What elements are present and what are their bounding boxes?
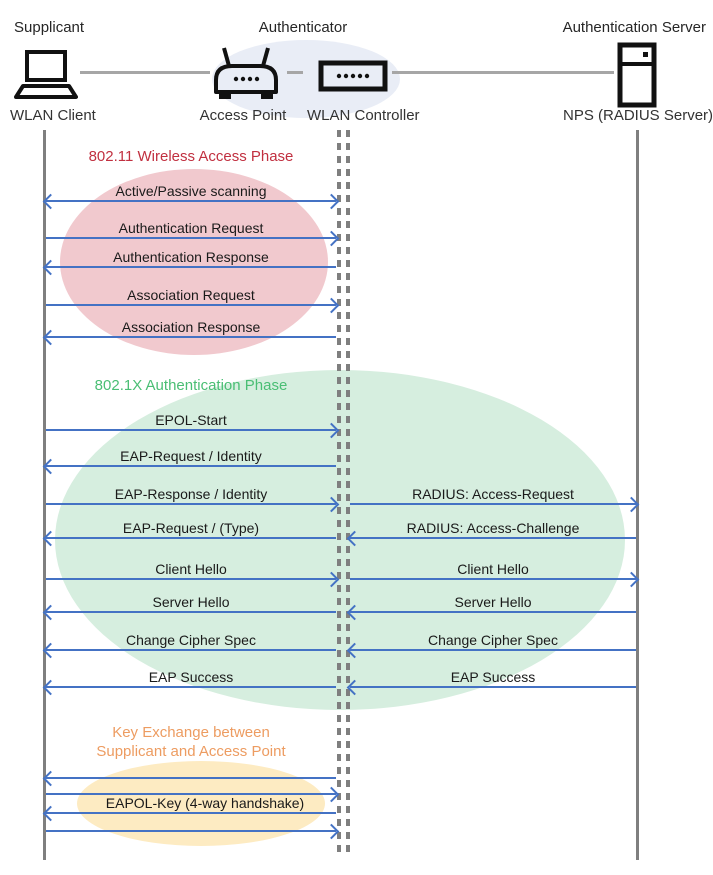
message-row-association-response: Association Response xyxy=(42,319,336,346)
node-label-wlan-controller: WLAN Controller xyxy=(307,107,420,124)
arrow-left-icon xyxy=(346,604,636,621)
message-row-radius-access-request: RADIUS: Access-Request xyxy=(350,486,640,513)
node-label-wlan-client: WLAN Client xyxy=(10,107,96,124)
message-label: Authentication Response xyxy=(113,249,269,265)
lifeline-wlan-client xyxy=(43,130,46,860)
key-exchange-arrow-4-right-icon xyxy=(46,823,340,840)
arrow-right-icon xyxy=(46,297,340,314)
role-supplicant: Supplicant xyxy=(14,19,85,36)
phase-title-80211-wireless-access: 802.11 Wireless Access Phase xyxy=(88,148,294,165)
message-label: EAP-Request / Identity xyxy=(120,448,262,464)
message-label: RADIUS: Access-Request xyxy=(412,486,574,502)
key-exchange-arrow-3-left-icon xyxy=(42,805,336,822)
message-label: EAP-Response / Identity xyxy=(114,486,268,502)
message-label: Authentication Request xyxy=(118,220,264,236)
connector-controller-server xyxy=(392,71,614,74)
message-row-authentication-request: Authentication Request xyxy=(46,220,340,247)
node-label-access-point: Access Point xyxy=(199,107,287,124)
arrow-right-icon xyxy=(46,496,340,513)
message-row-eap-success-left: EAP Success xyxy=(42,669,336,696)
message-row-association-request: Association Request xyxy=(46,287,340,314)
arrow-right-icon xyxy=(46,422,340,439)
arrow-left-icon xyxy=(42,329,336,346)
arrow-right-icon xyxy=(46,571,340,588)
lifeline-wlan-controller-right xyxy=(346,130,350,852)
message-row-eap-request-type: EAP-Request / (Type) xyxy=(42,520,336,547)
key-exchange-arrow-2-right-icon xyxy=(46,786,340,803)
message-label: Server Hello xyxy=(152,594,230,610)
connector-client-ap xyxy=(80,71,210,74)
arrow-right-icon xyxy=(350,496,640,513)
message-label: EPOL-Start xyxy=(155,412,227,428)
message-label: Association Request xyxy=(127,287,255,303)
arrow-right-icon xyxy=(46,230,340,247)
arrow-both-icon xyxy=(42,193,340,210)
arrow-left-icon xyxy=(346,679,636,696)
arrow-left-icon xyxy=(346,642,636,659)
role-authenticator: Authenticator xyxy=(258,19,348,36)
role-authentication-server: Authentication Server xyxy=(562,19,706,36)
message-row-eap-request-identity: EAP-Request / Identity xyxy=(42,448,336,475)
message-label: RADIUS: Access-Challenge xyxy=(406,520,580,536)
message-row-eap-response-identity: EAP-Response / Identity xyxy=(46,486,340,513)
message-row-change-cipher-spec-right: Change Cipher Spec xyxy=(346,632,636,659)
node-label-nps-radius-server: NPS (RADIUS Server) xyxy=(563,107,713,124)
arrow-left-icon xyxy=(42,604,336,621)
message-row-epol-start: EPOL-Start xyxy=(46,412,340,439)
arrow-right-icon xyxy=(350,571,640,588)
arrow-left-icon xyxy=(346,530,636,547)
arrow-left-icon xyxy=(42,530,336,547)
message-row-server-hello-left: Server Hello xyxy=(42,594,336,621)
key-exchange-arrow-1-left-icon xyxy=(42,770,336,787)
message-row-client-hello-left: Client Hello xyxy=(46,561,340,588)
message-label: Active/Passive scanning xyxy=(115,183,267,199)
message-label: Server Hello xyxy=(454,594,532,610)
phase-title-key-exchange-line1: Key Exchange between xyxy=(112,724,270,741)
arrow-left-icon xyxy=(42,259,336,276)
lifeline-nps-server xyxy=(636,130,639,860)
message-row-active-passive-scanning: Active/Passive scanning xyxy=(42,183,340,210)
arrow-left-icon xyxy=(42,642,336,659)
message-row-authentication-response: Authentication Response xyxy=(42,249,336,276)
lifeline-wlan-controller-left xyxy=(337,130,341,852)
message-label: EAP-Request / (Type) xyxy=(122,520,260,536)
connector-ap-controller xyxy=(287,71,303,74)
message-label: EAP Success xyxy=(148,669,234,685)
message-label: EAP Success xyxy=(450,669,536,685)
message-label: Association Response xyxy=(121,319,261,335)
key-exchange-label: EAPOL-Key (4-way handshake) xyxy=(105,795,305,811)
phase-title-key-exchange-line2: Supplicant and Access Point xyxy=(96,743,286,760)
phase-title-key-exchange: Key Exchange between Supplicant and Acce… xyxy=(46,723,336,761)
arrow-left-icon xyxy=(42,679,336,696)
phase-title-8021x-authentication: 802.1X Authentication Phase xyxy=(94,377,288,394)
laptop-icon xyxy=(14,50,78,107)
message-row-change-cipher-spec-left: Change Cipher Spec xyxy=(42,632,336,659)
message-label: Change Cipher Spec xyxy=(428,632,558,648)
message-row-server-hello-right: Server Hello xyxy=(346,594,636,621)
message-row-radius-access-challenge: RADIUS: Access-Challenge xyxy=(346,520,636,547)
wlan-controller-icon xyxy=(318,60,388,97)
message-label: Client Hello xyxy=(457,561,529,577)
message-row-eap-success-right: EAP Success xyxy=(346,669,636,696)
access-point-icon xyxy=(212,46,280,109)
server-icon xyxy=(617,42,657,113)
message-label: Client Hello xyxy=(155,561,227,577)
message-row-client-hello-right: Client Hello xyxy=(350,561,640,588)
arrow-left-icon xyxy=(42,458,336,475)
message-label: Change Cipher Spec xyxy=(126,632,256,648)
